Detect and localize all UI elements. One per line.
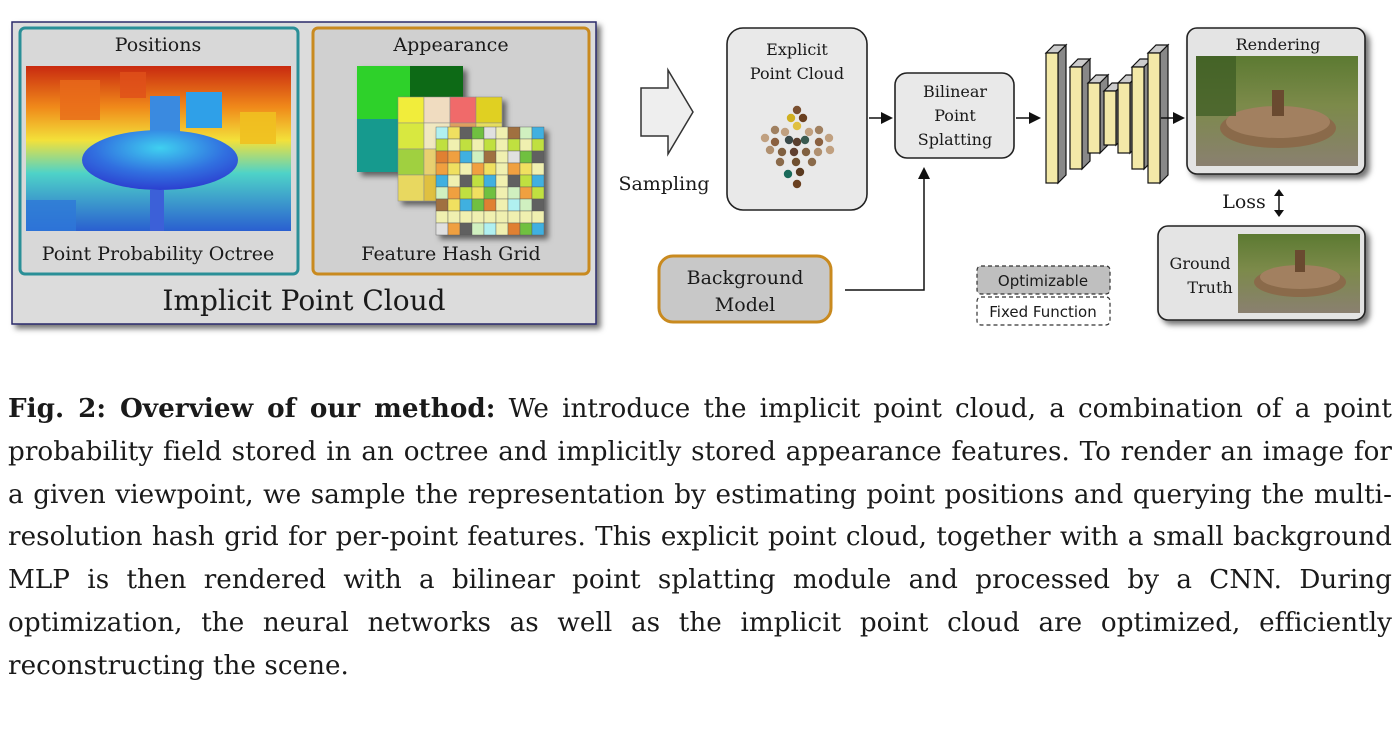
ground-truth-line1: Ground xyxy=(1170,254,1231,273)
octree-depth-image xyxy=(26,66,291,231)
bilinear-point-splatting-box: Bilinear Point Splatting xyxy=(894,72,1015,159)
ground-truth-image xyxy=(1238,234,1360,313)
explicit-cloud-line2: Point Cloud xyxy=(750,64,844,83)
appearance-title: Appearance xyxy=(392,34,508,56)
bilinear-line2: Point xyxy=(934,106,976,125)
sampling-arrow: Sampling xyxy=(618,67,710,195)
bilinear-line3: Splatting xyxy=(918,130,992,149)
positions-panel: Positions Point Probability Octree xyxy=(18,26,300,276)
sampling-label: Sampling xyxy=(618,173,709,195)
figure-caption: Fig. 2: Overview of our method: We intro… xyxy=(8,388,1392,688)
background-model-line2: Model xyxy=(715,294,775,316)
implicit-point-cloud-panel: Implicit Point Cloud Positions Point Pro… xyxy=(11,21,597,325)
loss-indicator: Loss xyxy=(1222,189,1284,217)
background-model-line1: Background xyxy=(687,267,804,289)
cnn-network xyxy=(1044,43,1170,185)
implicit-point-cloud-title: Implicit Point Cloud xyxy=(162,284,445,317)
rendering-title: Rendering xyxy=(1236,35,1321,54)
explicit-cloud-line1: Explicit xyxy=(766,40,828,59)
ground-truth-box: Ground Truth xyxy=(1157,225,1366,321)
appearance-panel: Appearance Feature Hash Grid xyxy=(311,26,591,276)
point-cloud-dots xyxy=(760,105,835,189)
caption-lead: Fig. 2: Overview of our method: xyxy=(8,393,496,424)
legend-fixed-function: Fixed Function xyxy=(989,303,1096,321)
ground-truth-line2: Truth xyxy=(1187,278,1232,297)
feature-hash-grid-graphic xyxy=(357,66,545,236)
rendered-image xyxy=(1196,56,1358,166)
legend-optimizable: Optimizable xyxy=(998,272,1088,290)
background-model-box: Background Model xyxy=(657,254,833,324)
caption-text: We introduce the implicit point cloud, a… xyxy=(8,394,1392,681)
rendering-box: Rendering xyxy=(1186,27,1366,175)
legend: Optimizable Fixed Function xyxy=(976,265,1111,326)
bilinear-line1: Bilinear xyxy=(923,82,987,101)
loss-label: Loss xyxy=(1222,191,1266,213)
feature-hash-grid-label: Feature Hash Grid xyxy=(361,243,540,265)
point-probability-octree-label: Point Probability Octree xyxy=(42,243,274,265)
positions-title: Positions xyxy=(115,34,201,56)
method-overview-figure: Implicit Point Cloud Positions Point Pro… xyxy=(11,21,1366,326)
arrow-background-to-splatting xyxy=(845,167,930,291)
explicit-point-cloud-box: Explicit Point Cloud xyxy=(726,27,868,211)
